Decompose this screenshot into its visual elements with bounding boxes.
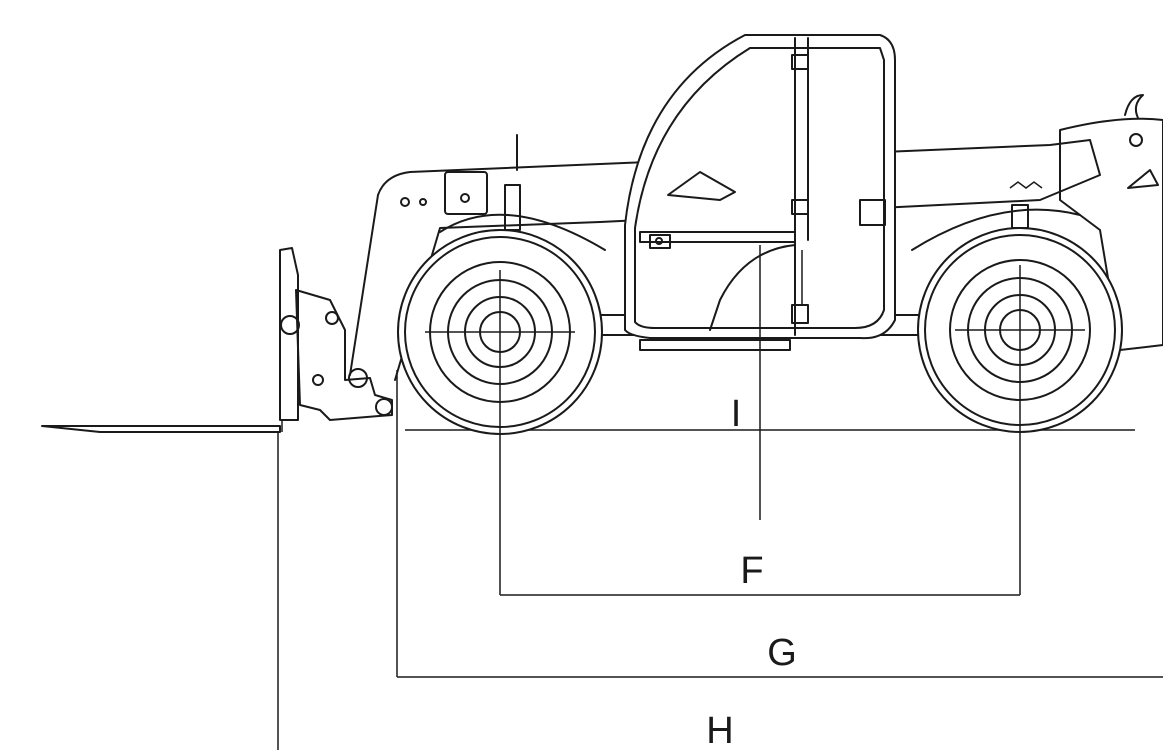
dimension-label-f: F xyxy=(740,550,763,592)
operator-cab xyxy=(624,34,896,340)
fork-carriage xyxy=(280,289,393,421)
dimension-lines xyxy=(277,245,1163,750)
rear-wheel xyxy=(917,204,1123,433)
dimension-label-i: I xyxy=(731,393,742,435)
dimension-label-g: G xyxy=(767,632,797,674)
boom xyxy=(349,134,1101,381)
rear-fender xyxy=(911,208,1081,251)
dimension-label-h: H xyxy=(706,710,733,750)
forks xyxy=(41,247,299,433)
front-fender xyxy=(439,213,606,251)
